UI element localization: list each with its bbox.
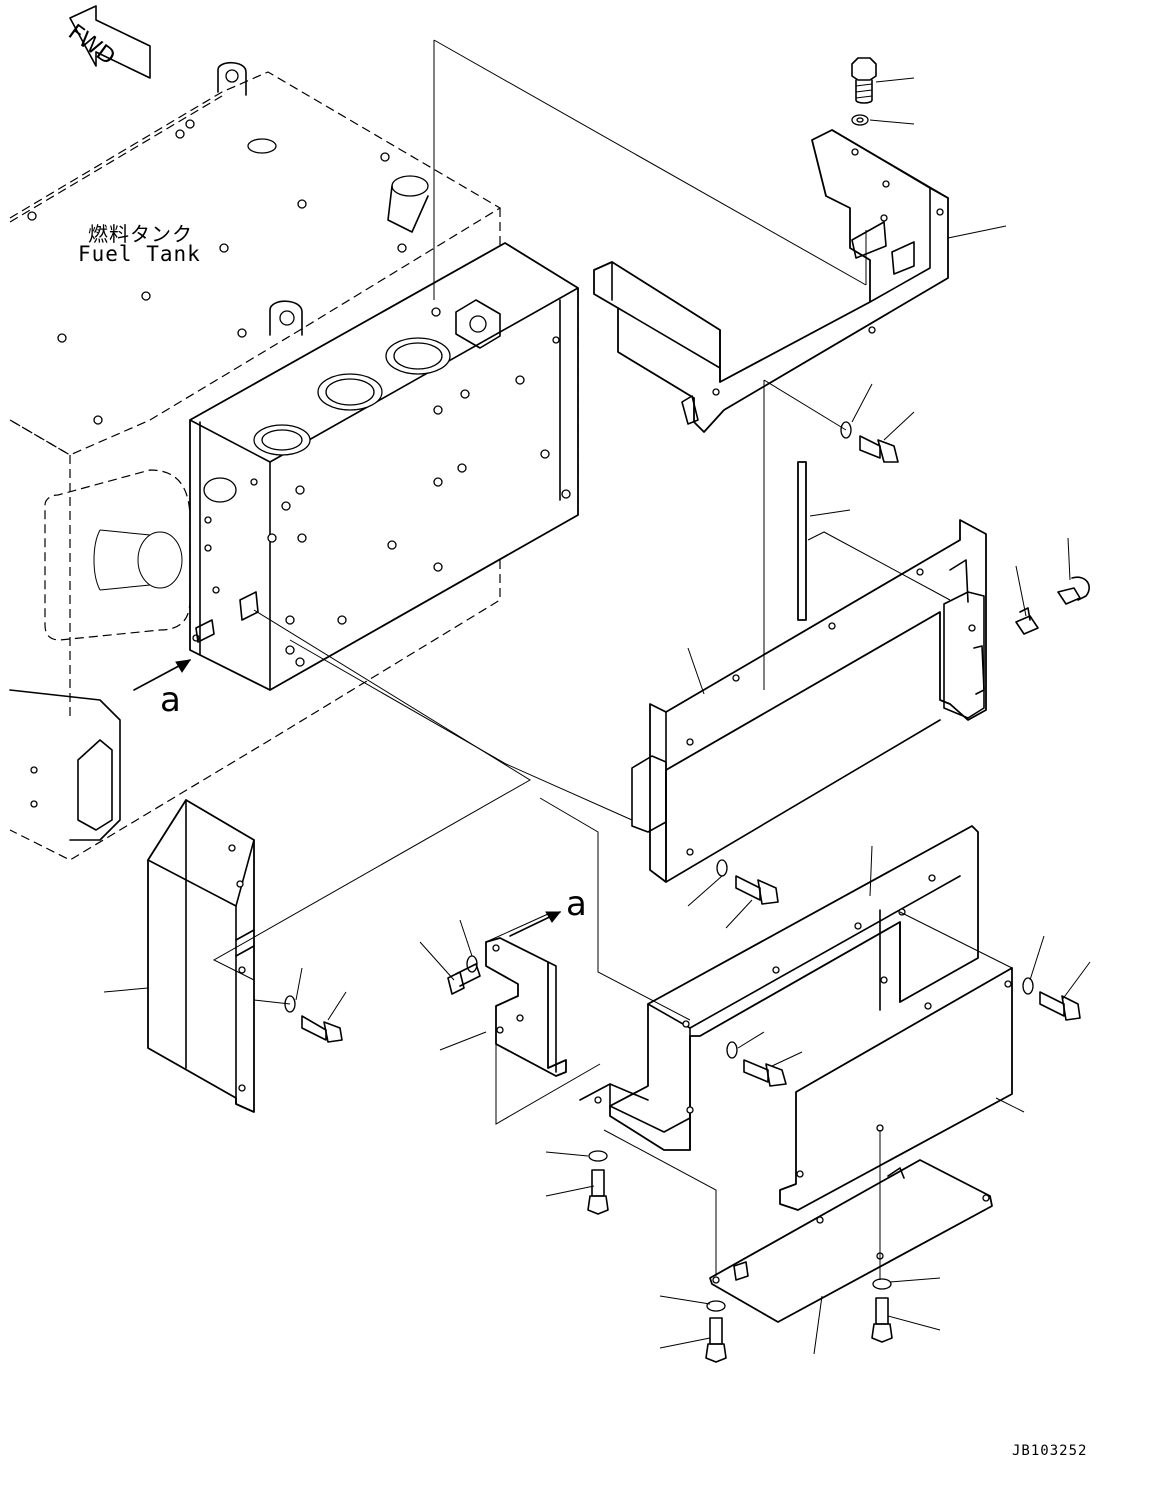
lower-side-panel bbox=[779, 967, 1013, 1211]
bottom-plate bbox=[709, 1159, 993, 1323]
view-arrow-right-icon bbox=[509, 911, 562, 937]
view-arrow-left-icon bbox=[133, 659, 192, 691]
top-bolt-icon bbox=[851, 57, 877, 126]
drawing-code: JB103252 bbox=[1012, 1443, 1088, 1459]
bottom-bolt-icon-left bbox=[587, 1150, 609, 1215]
cover-bolt-icon bbox=[716, 859, 779, 905]
frame-bolt-icon bbox=[726, 1041, 787, 1087]
clip-bolt-icon bbox=[1015, 576, 1090, 635]
leader-lines bbox=[103, 77, 1091, 1355]
side-cover-panel bbox=[631, 519, 987, 883]
view-marker-right: a bbox=[566, 884, 587, 924]
bottom-bolt-icon-right bbox=[871, 1278, 893, 1343]
left-bolt-icon bbox=[284, 995, 343, 1043]
center-bolt-icon bbox=[447, 955, 481, 995]
lower-box-frame bbox=[579, 825, 979, 1151]
fuel-tank-label-english: Fuel Tank bbox=[78, 242, 201, 266]
top-bracket bbox=[593, 129, 949, 433]
vertical-cover bbox=[147, 799, 255, 1113]
center-bracket bbox=[485, 937, 567, 1077]
fuel-tank-label-japanese: 燃料タンク bbox=[88, 222, 193, 246]
seal-strip bbox=[797, 461, 807, 621]
bracket-bolt-icon bbox=[840, 421, 899, 463]
alignment-lines bbox=[212, 39, 1013, 1280]
bottom-bolt-icon-middle bbox=[705, 1300, 727, 1363]
panel-bolt-icon bbox=[1022, 977, 1081, 1021]
view-marker-left: a bbox=[160, 680, 181, 720]
fwd-arrow-icon bbox=[69, 5, 151, 79]
manifold-block bbox=[189, 242, 579, 691]
